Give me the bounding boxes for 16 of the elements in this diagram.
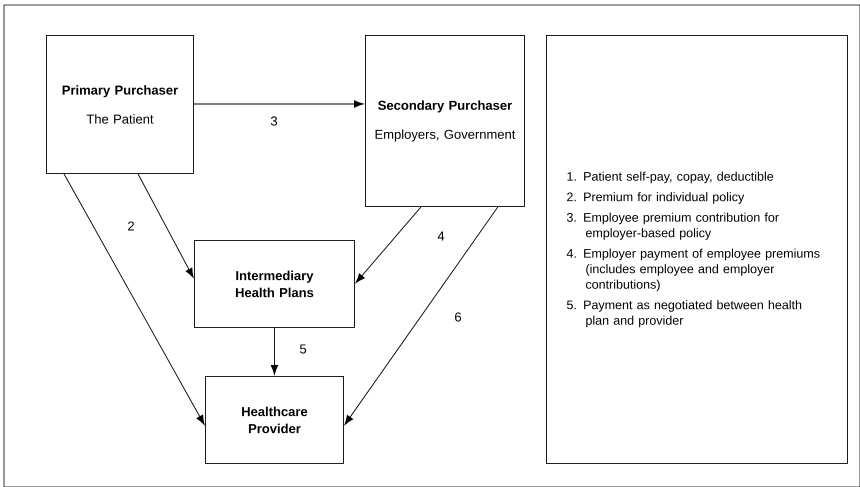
edge-label: 4 [436,230,446,242]
key-box: 1. Patient self-pay, copay, deductible 2. Premium for individual policy 3. Employee premium contribution for employer-based policy 4. Employer payment of employee premiums (includes employee and employer contributions) 5. Payment as negotiated between health plan and provider [546,35,848,464]
arrow [356,206,422,283]
arrow [270,327,278,375]
edge-label: 2 [126,220,136,232]
edge-label: 6 [453,311,463,323]
arrow [64,173,205,425]
arrow [138,173,194,278]
arrow [193,100,364,108]
edge-label: 5 [298,343,308,355]
entity-box: Primary Purchaser The Patient [46,35,194,174]
entity-box: Intermediary Health Plans [194,240,355,328]
arrow [344,206,498,425]
entity-box: Healthcare Provider [205,376,344,464]
edge-label: 3 [269,115,279,127]
entity-box: Secondary Purchaser Employers, Government [365,35,525,207]
